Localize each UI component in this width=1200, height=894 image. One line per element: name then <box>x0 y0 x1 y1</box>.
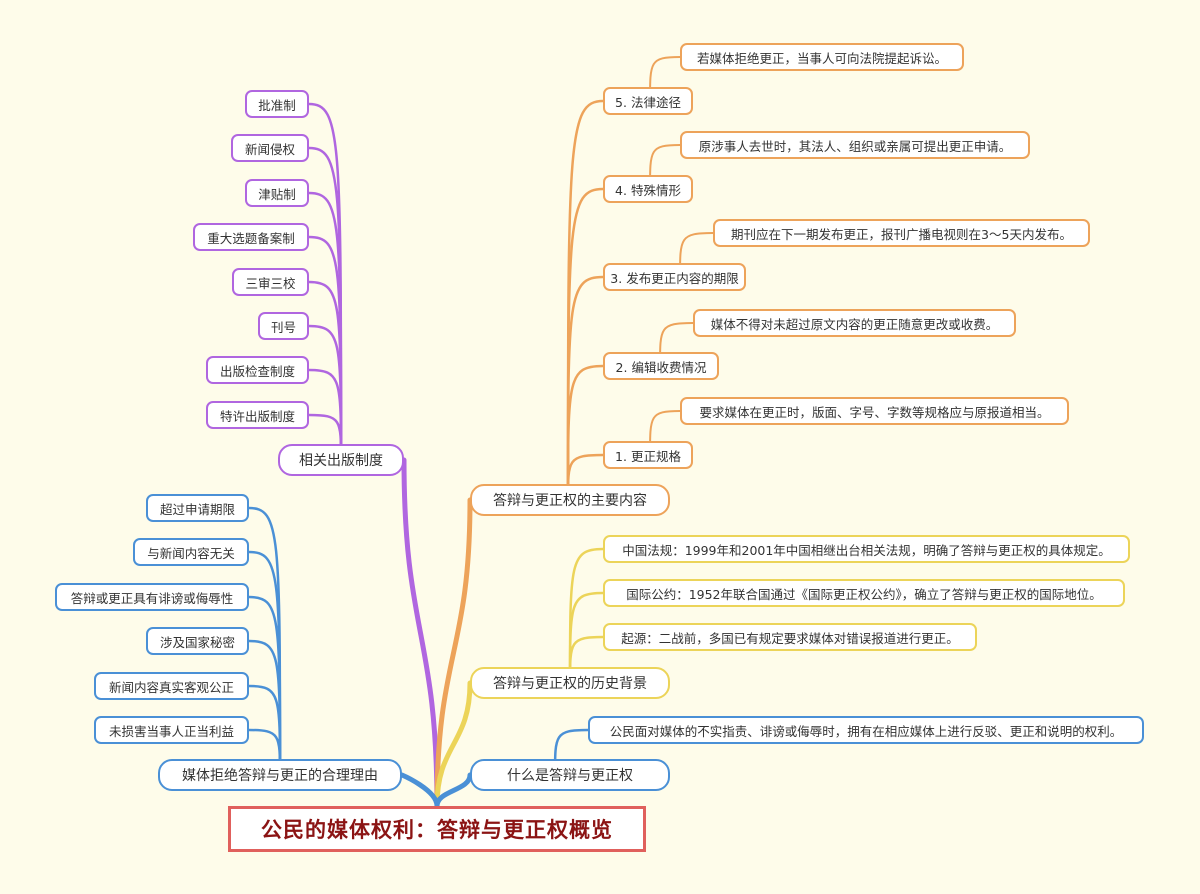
main-detail-special-case[interactable]: 原涉事人去世时，其法人、组织或亲属可提出更正申请。 <box>680 131 1030 159</box>
connector-line <box>399 772 440 809</box>
main-item-special-case[interactable]: 4. 特殊情形 <box>603 175 693 203</box>
definition-item[interactable]: 公民面对媒体的不实指责、诽谤或侮辱时，拥有在相应媒体上进行反驳、更正和说明的权利… <box>588 716 1144 744</box>
history-item-international[interactable]: 国际公约：1952年联合国通过《国际更正权公约》，确立了答辩与更正权的国际地位。 <box>603 579 1125 607</box>
main-item-fees[interactable]: 2. 编辑收费情况 <box>603 352 719 380</box>
branch-publishing-system[interactable]: 相关出版制度 <box>278 444 404 476</box>
publishing-item-three-reviews[interactable]: 三审三校 <box>232 268 309 296</box>
root-title: 公民的媒体权利：答辩与更正权概览 <box>228 806 646 852</box>
publishing-item-special-license[interactable]: 特许出版制度 <box>206 401 309 429</box>
connector-line <box>434 680 473 809</box>
connector-line <box>566 187 605 502</box>
refusal-item-unrelated[interactable]: 与新闻内容无关 <box>133 538 249 566</box>
connector-line <box>247 639 282 777</box>
branch-main-content[interactable]: 答辩与更正权的主要内容 <box>470 484 670 516</box>
main-detail-specification[interactable]: 要求媒体在更正时，版面、字号、字数等规格应与原报道相当。 <box>680 397 1069 425</box>
main-detail-deadline[interactable]: 期刊应在下一期发布更正，报刊广播电视则在3～5天内发布。 <box>713 219 1090 247</box>
refusal-item-no-harm[interactable]: 未损害当事人正当利益 <box>94 716 249 744</box>
connector-line <box>434 497 473 809</box>
publishing-item-issue-number[interactable]: 刊号 <box>258 312 309 340</box>
connector-line <box>566 364 605 502</box>
refusal-item-deadline[interactable]: 超过申请期限 <box>146 494 249 522</box>
branch-definition[interactable]: 什么是答辩与更正权 <box>470 759 670 791</box>
refusal-item-defamatory[interactable]: 答辩或更正具有诽谤或侮辱性 <box>55 583 249 611</box>
branch-history[interactable]: 答辩与更正权的历史背景 <box>470 667 670 699</box>
connector-line <box>307 324 343 462</box>
publishing-item-subsidy[interactable]: 津贴制 <box>245 179 309 207</box>
history-item-china[interactable]: 中国法规：1999年和2001年中国相继出台相关法规，明确了答辩与更正权的具体规… <box>603 535 1130 563</box>
connector-line <box>401 457 440 809</box>
publishing-item-approval[interactable]: 批准制 <box>245 90 309 118</box>
connector-line <box>566 99 605 502</box>
publishing-item-topic-filing[interactable]: 重大选题备案制 <box>193 223 309 251</box>
main-item-specification[interactable]: 1. 更正规格 <box>603 441 693 469</box>
publishing-item-inspection[interactable]: 出版检查制度 <box>206 356 309 384</box>
history-item-origin[interactable]: 起源：二战前，多国已有规定要求媒体对错误报道进行更正。 <box>603 623 977 651</box>
main-item-deadline[interactable]: 3. 发布更正内容的期限 <box>603 263 746 291</box>
branch-refusal-reasons[interactable]: 媒体拒绝答辩与更正的合理理由 <box>158 759 402 791</box>
main-item-legal-route[interactable]: 5. 法律途径 <box>603 87 693 115</box>
main-detail-legal-route[interactable]: 若媒体拒绝更正，当事人可向法院提起诉讼。 <box>680 43 964 71</box>
main-detail-fees[interactable]: 媒体不得对未超过原文内容的更正随意更改或收费。 <box>693 309 1016 337</box>
connector-line <box>568 547 605 685</box>
refusal-item-state-secret[interactable]: 涉及国家秘密 <box>146 627 249 655</box>
refusal-item-truthful[interactable]: 新闻内容真实客观公正 <box>94 672 249 700</box>
publishing-item-news-infringement[interactable]: 新闻侵权 <box>231 134 309 162</box>
